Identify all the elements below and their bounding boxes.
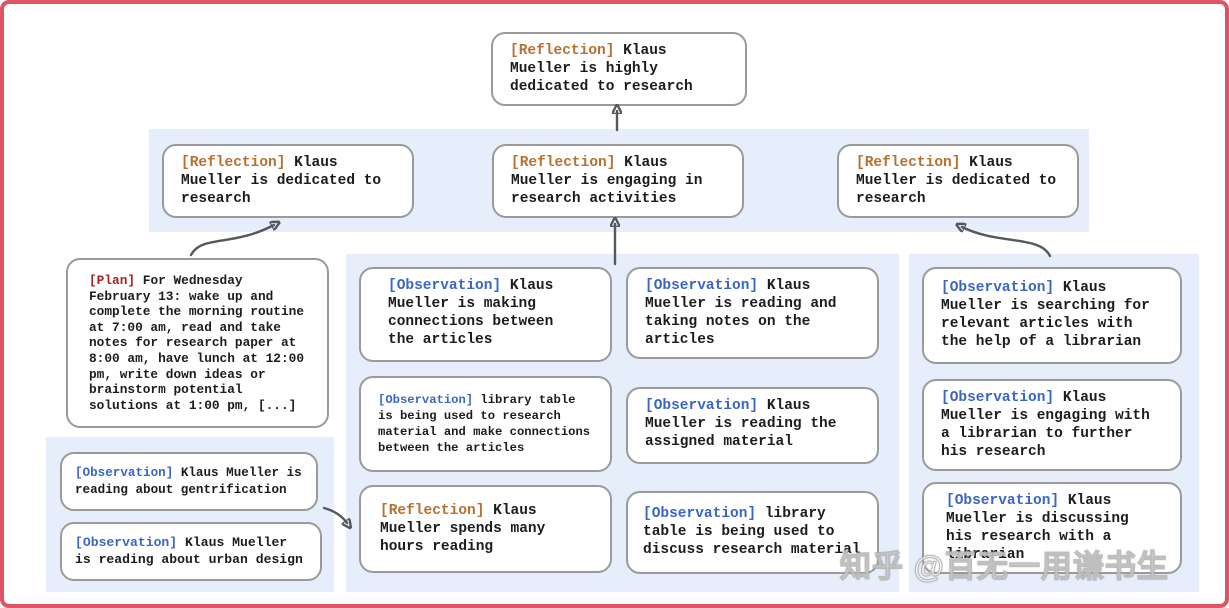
node-text: Klaus Mueller is engaging in research ac… [511,155,703,207]
observation-label: [Observation] [75,466,174,480]
memory-node-observation-connections: [Observation]Klaus Mueller is making con… [359,267,612,362]
memory-node-observation-library-table-research: [Observation]library table is being used… [359,376,612,472]
node-text: Klaus Mueller is dedicated to research [856,155,1057,207]
node-text: Klaus Mueller is highly dedicated to res… [510,43,693,95]
memory-node-observation-taking-notes: [Observation]Klaus Mueller is reading an… [626,267,879,359]
memory-node-plan: [Plan]For Wednesday February 13: wake up… [66,258,329,429]
reflection-label: [Reflection] [380,503,485,519]
observation-label: [Observation] [75,535,178,550]
plan-label: [Plan] [89,273,136,288]
reflection-label: [Reflection] [856,155,961,171]
reflection-label: [Reflection] [510,43,615,59]
memory-node-observation-discussing-librarian: [Observation]Klaus Mueller is discussing… [922,482,1182,574]
observation-label: [Observation] [388,278,502,294]
node-text: Klaus Mueller is reading the assigned ma… [645,398,837,450]
node-text: Klaus Mueller is engaging with a librari… [941,390,1150,460]
node-text: Klaus Mueller is reading and taking note… [645,278,837,348]
memory-node-reflection-hours-reading: [Reflection]Klaus Mueller spends many ho… [359,485,612,573]
node-text: Klaus Mueller is making connections betw… [388,278,554,348]
observation-label: [Observation] [941,280,1055,296]
observation-label: [Observation] [941,390,1055,406]
node-text: Klaus Mueller is discussing his research… [946,493,1129,563]
node-text: Klaus Mueller spends many hours reading [380,503,546,555]
observation-label: [Observation] [645,398,759,414]
memory-node-observation-gentrification: [Observation]Klaus Mueller is reading ab… [60,452,318,511]
memory-node-reflection-middle: [Reflection]Klaus Mueller is engaging in… [492,144,744,218]
observation-label: [Observation] [645,278,759,294]
reflection-label: [Reflection] [511,155,616,171]
node-text: Klaus Mueller is reading about urban des… [75,535,303,567]
node-text: library table is being used to discuss r… [643,506,861,558]
memory-node-observation-engaging-librarian: [Observation]Klaus Mueller is engaging w… [922,379,1182,471]
watermark: 知乎 @百无一用谦书生 [839,548,1169,584]
reflection-label: [Reflection] [181,155,286,171]
memory-node-observation-searching-articles: [Observation]Klaus Mueller is searching … [922,267,1182,364]
observation-label: [Observation] [643,506,757,522]
node-text: Klaus Mueller is reading about gentrific… [75,466,302,497]
observation-label: [Observation] [946,493,1060,509]
node-text: Klaus Mueller is dedicated to research [181,155,382,207]
memory-node-observation-library-table-discuss: [Observation]library table is being used… [626,491,879,574]
memory-node-reflection-left: [Reflection]Klaus Mueller is dedicated t… [162,144,414,218]
node-text: library table is being used to research … [378,393,591,455]
memory-node-observation-urban-design: [Observation]Klaus Mueller is reading ab… [60,522,322,581]
memory-node-reflection-right: [Reflection]Klaus Mueller is dedicated t… [837,144,1079,218]
node-text: Klaus Mueller is searching for relevant … [941,280,1150,350]
observation-label: [Observation] [378,393,474,407]
node-text: For Wednesday February 13: wake up and c… [89,273,305,413]
memory-node-observation-assigned-material: [Observation]Klaus Mueller is reading th… [626,387,879,464]
memory-node-root-reflection: [Reflection]Klaus Mueller is highly dedi… [491,32,747,106]
